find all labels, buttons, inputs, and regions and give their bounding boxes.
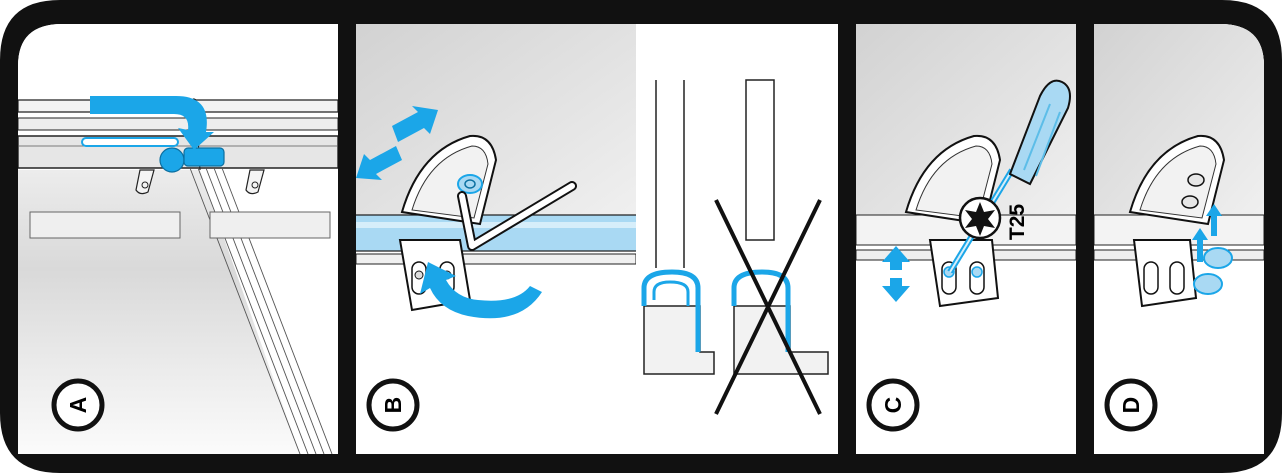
cover-cap — [1194, 274, 1222, 294]
pin-knob — [160, 148, 184, 172]
panel-a: A — [18, 24, 338, 454]
panel-c: T25 C — [856, 24, 1076, 454]
step-label-a: A — [65, 397, 91, 414]
divider — [1076, 10, 1094, 465]
torx-label: T25 — [1006, 204, 1029, 241]
step-label-b: B — [380, 397, 406, 414]
cover-cap — [1204, 248, 1232, 268]
step-label-c: C — [880, 397, 906, 414]
step-label-d: D — [1118, 397, 1144, 414]
panel-d: D — [1094, 24, 1264, 454]
divider — [338, 10, 356, 465]
divider — [838, 10, 856, 465]
panel-b: B — [356, 24, 838, 454]
